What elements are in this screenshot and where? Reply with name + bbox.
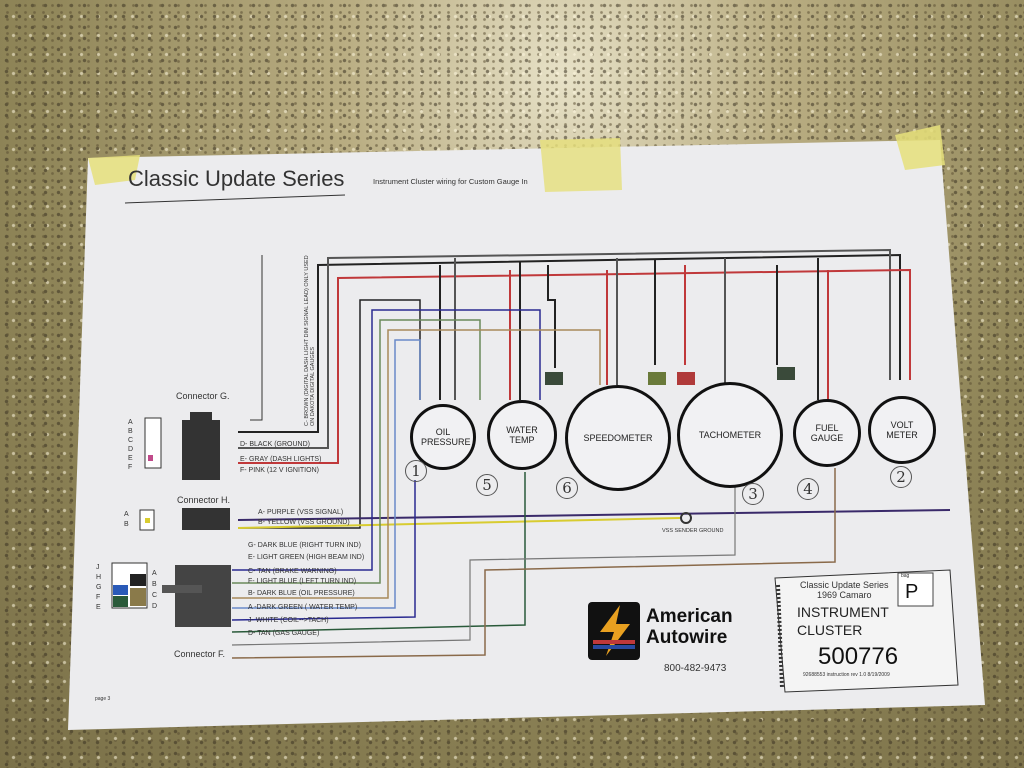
bag-box bbox=[897, 572, 934, 607]
title-arrow bbox=[124, 194, 346, 204]
wire-label: E- LIGHT GREEN (HIGH BEAM IND) bbox=[248, 554, 365, 561]
handwritten-number: 5 bbox=[476, 474, 498, 496]
connector-h-body bbox=[182, 508, 230, 530]
connector-g-label: Connector G. bbox=[176, 391, 230, 401]
brown-wire-note: C- BROWN (DIGITAL DASH LIGHT DIM SIGNAL … bbox=[304, 255, 316, 426]
wire-label: F- LIGHT BLUE (LEFT TURN IND) bbox=[248, 578, 357, 585]
gauge-oil-pressure: OIL PRESSURE bbox=[410, 404, 476, 470]
handwritten-number: 4 bbox=[797, 478, 819, 500]
wire-label: F- PINK (12 V IGNITION) bbox=[240, 467, 319, 474]
booklet-footer: 92688553 instruction rev 1.0 8/19/2009 bbox=[803, 672, 890, 678]
brand-phone: 800-482-9473 bbox=[664, 663, 727, 674]
indicator-light bbox=[777, 367, 795, 380]
wire-label: B- DARK BLUE (OIL PRESSURE) bbox=[248, 590, 355, 597]
connector-g-body bbox=[182, 420, 220, 480]
wire-label: B- YELLOW (VSS GROUND) bbox=[258, 519, 350, 526]
wire-label: C- TAN (BRAKE WARNING) bbox=[248, 568, 337, 575]
indicator-light bbox=[677, 372, 695, 385]
handwritten-number: 1 bbox=[405, 460, 427, 482]
handwritten-number: 3 bbox=[742, 483, 764, 505]
gauge-speedometer: SPEEDOMETER bbox=[565, 385, 671, 491]
connector-h-label: Connector H. bbox=[177, 495, 231, 505]
page-number: page 3 bbox=[95, 696, 111, 702]
wire-label: J- WHITE (COIL-->TACH) bbox=[248, 617, 329, 624]
gauge-fuel: FUEL GAUGE bbox=[793, 399, 861, 467]
bag-label: bag bbox=[901, 573, 910, 579]
wire-label: A- PURPLE (VSS SIGNAL) bbox=[258, 509, 344, 516]
wire-harness bbox=[231, 248, 951, 659]
handwritten-number: 6 bbox=[556, 477, 578, 499]
booklet-part-number: 500776 bbox=[818, 643, 899, 670]
gauge-water-temp: WATER TEMP bbox=[487, 400, 557, 470]
indicator-light bbox=[648, 372, 666, 385]
connector-f-label: Connector F. bbox=[174, 649, 226, 659]
gauge-tachometer: TACHOMETER bbox=[677, 382, 783, 488]
spiral-binding bbox=[776, 584, 784, 689]
gauge-volt-meter: VOLT METER bbox=[868, 396, 936, 464]
tape-right bbox=[895, 125, 945, 170]
wire-label: D- TAN (GAS GAUGE) bbox=[248, 630, 320, 637]
indicator-light bbox=[545, 372, 563, 385]
vss-ground-label: VSS SENDER GROUND bbox=[662, 528, 724, 534]
wire-label: D- BLACK (GROUND) bbox=[240, 441, 311, 448]
vss-ring-terminal bbox=[680, 512, 692, 524]
tape-left bbox=[88, 155, 140, 185]
page-title: Classic Update Series bbox=[128, 166, 345, 191]
wire-label: G- DARK BLUE (RIGHT TURN IND) bbox=[248, 542, 361, 549]
tape-middle bbox=[540, 138, 622, 192]
page-subtitle: Instrument Cluster wiring for Custom Gau… bbox=[373, 177, 528, 186]
wire-label: A -DARK GREEN ( WATER TEMP) bbox=[248, 604, 358, 611]
handwritten-number: 2 bbox=[890, 466, 912, 488]
wire-label: E- GRAY (DASH LIGHTS) bbox=[240, 456, 322, 463]
connector-f-body bbox=[175, 565, 231, 627]
bag-letter: P bbox=[905, 581, 919, 603]
